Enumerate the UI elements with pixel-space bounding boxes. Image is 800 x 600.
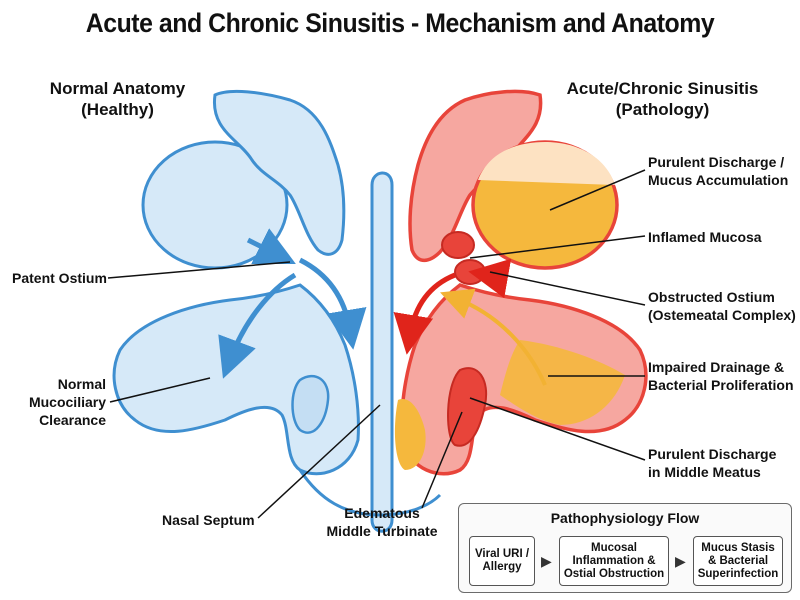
label-edematous-turbinate: Edematous Middle Turbinate (318, 504, 446, 540)
flow-step-3-line-2: & Bacterial (707, 554, 769, 567)
flow-arrow-2: ▶ (675, 553, 686, 569)
edematous-middle-turbinate-shape (447, 367, 488, 447)
flow-step-2-line-2: Inflammation & (572, 554, 656, 567)
leader-nasal-septum (257, 404, 381, 519)
pathology-side (393, 89, 648, 476)
leader-inflamed-mucosa (469, 235, 646, 259)
label-obstructed-line-2: (Ostemeatal Complex) (648, 307, 796, 323)
flow-step-viral-uri: Viral URI / Allergy (469, 536, 535, 586)
label-inflamed-mucosa: Inflamed Mucosa (648, 229, 762, 245)
inflamed-mucosa-blob-1 (441, 231, 475, 259)
leader-edematous-turbinate (421, 411, 463, 509)
label-purulent-meatus: Purulent Discharge in Middle Meatus (648, 445, 776, 481)
flow-step-2-line-1: Mucosal (590, 541, 637, 554)
flow-arrow-1: ▶ (541, 553, 552, 569)
label-purulent-accumulation-line-2: Mucus Accumulation (648, 172, 789, 188)
flow-step-mucus-stasis: Mucus Stasis & Bacterial Superinfection (693, 536, 783, 586)
clearance-arrow-down (298, 257, 367, 350)
clearance-arrow-left (218, 272, 297, 379)
label-obstructed-ostium: Obstructed Ostium (Ostemeatal Complex) (648, 288, 796, 324)
flow-step-3-line-3: Superinfection (697, 567, 779, 580)
label-edematous-line-1: Edematous (344, 505, 420, 521)
leader-obstructed-ostium (489, 271, 646, 306)
flow-step-1-line-1: Viral URI / (474, 548, 530, 560)
label-purulent-meatus-line-2: in Middle Meatus (648, 464, 761, 480)
leader-purulent-meatus (469, 397, 646, 461)
nasal-septum (370, 171, 394, 533)
healthy-upper-cavity (212, 89, 346, 256)
right-heading-line-1: Acute/Chronic Sinusitis (566, 79, 759, 98)
stagnant-flow-arrow (393, 272, 456, 355)
patent-ostium-arrow (246, 228, 296, 264)
sinus-air-layer (478, 142, 615, 185)
left-heading-line-1: Normal Anatomy (49, 79, 186, 98)
flow-step-3-line-1: Mucus Stasis (701, 541, 775, 554)
leader-lines (107, 169, 646, 519)
label-mucociliary-clearance: Normal Mucociliary Clearance (20, 375, 106, 429)
leader-mucociliary (109, 377, 211, 403)
label-mucociliary-line-1: Normal (57, 376, 106, 392)
flow-title: Pathophysiology Flow (550, 510, 700, 526)
flow-step-2-line-3: Ostial Obstruction (563, 567, 665, 580)
label-impaired-drainage: Impaired Drainage & Bacterial Proliferat… (648, 358, 794, 394)
right-heading: Acute/Chronic Sinusitis (Pathology) (560, 78, 765, 120)
left-heading: Normal Anatomy (Healthy) (30, 78, 205, 120)
label-purulent-accumulation: Purulent Discharge / Mucus Accumulation (648, 153, 788, 189)
label-nasal-septum: Nasal Septum (162, 512, 255, 528)
pathophysiology-flow-box: Pathophysiology Flow Viral URI / Allergy… (458, 503, 792, 593)
healthy-side (112, 89, 367, 476)
label-mucociliary-line-3: Clearance (39, 412, 106, 428)
flow-step-mucosal-inflammation: Mucosal Inflammation & Ostial Obstructio… (559, 536, 669, 586)
right-heading-line-2: (Pathology) (615, 100, 710, 119)
label-obstructed-line-1: Obstructed Ostium (648, 289, 775, 305)
leader-patent-ostium (107, 261, 291, 279)
left-heading-line-2: (Healthy) (81, 100, 154, 119)
page-title: Acute and Chronic Sinusitis - Mechanism … (85, 8, 715, 38)
inflamed-mucosa-blob-2 (454, 259, 486, 285)
label-impaired-line-1: Impaired Drainage & (648, 359, 785, 375)
flow-step-1-line-2: Allergy (482, 561, 522, 573)
obstructed-flow-arrow (468, 258, 512, 299)
label-mucociliary-line-2: Mucociliary (28, 394, 106, 410)
impaired-drainage-arrow (440, 288, 547, 386)
label-purulent-meatus-line-1: Purulent Discharge (648, 446, 777, 462)
label-patent-ostium: Patent Ostium (12, 270, 107, 286)
healthy-inferior-turbinate (291, 374, 330, 434)
label-purulent-accumulation-line-1: Purulent Discharge / (648, 154, 785, 170)
label-impaired-line-2: Bacterial Proliferation (648, 377, 794, 393)
label-edematous-line-2: Middle Turbinate (326, 523, 438, 539)
leader-purulent-accumulation (549, 169, 646, 211)
pus-in-middle-meatus (394, 399, 426, 470)
septum-floor (298, 469, 442, 517)
